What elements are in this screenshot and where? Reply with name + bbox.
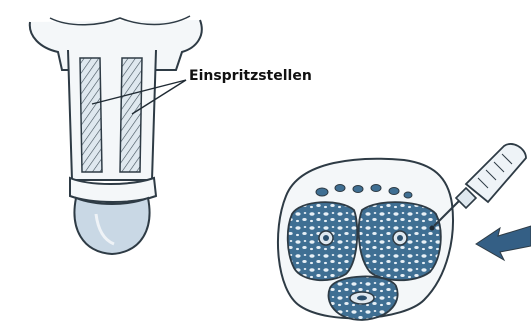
- penis-side-view: [30, 16, 202, 254]
- injection-sites-label: Einspritzstellen: [189, 67, 312, 85]
- glans: [75, 198, 150, 254]
- injection-direction-arrow: [476, 226, 531, 260]
- right-injection-strip: [120, 58, 142, 172]
- injection-point: [430, 226, 435, 231]
- syringe-barrel: [466, 144, 526, 202]
- syringe-hub: [456, 188, 476, 208]
- left-injection-strip: [80, 58, 102, 172]
- cross-section-view: [278, 159, 453, 320]
- foreskin-ring: [70, 178, 156, 202]
